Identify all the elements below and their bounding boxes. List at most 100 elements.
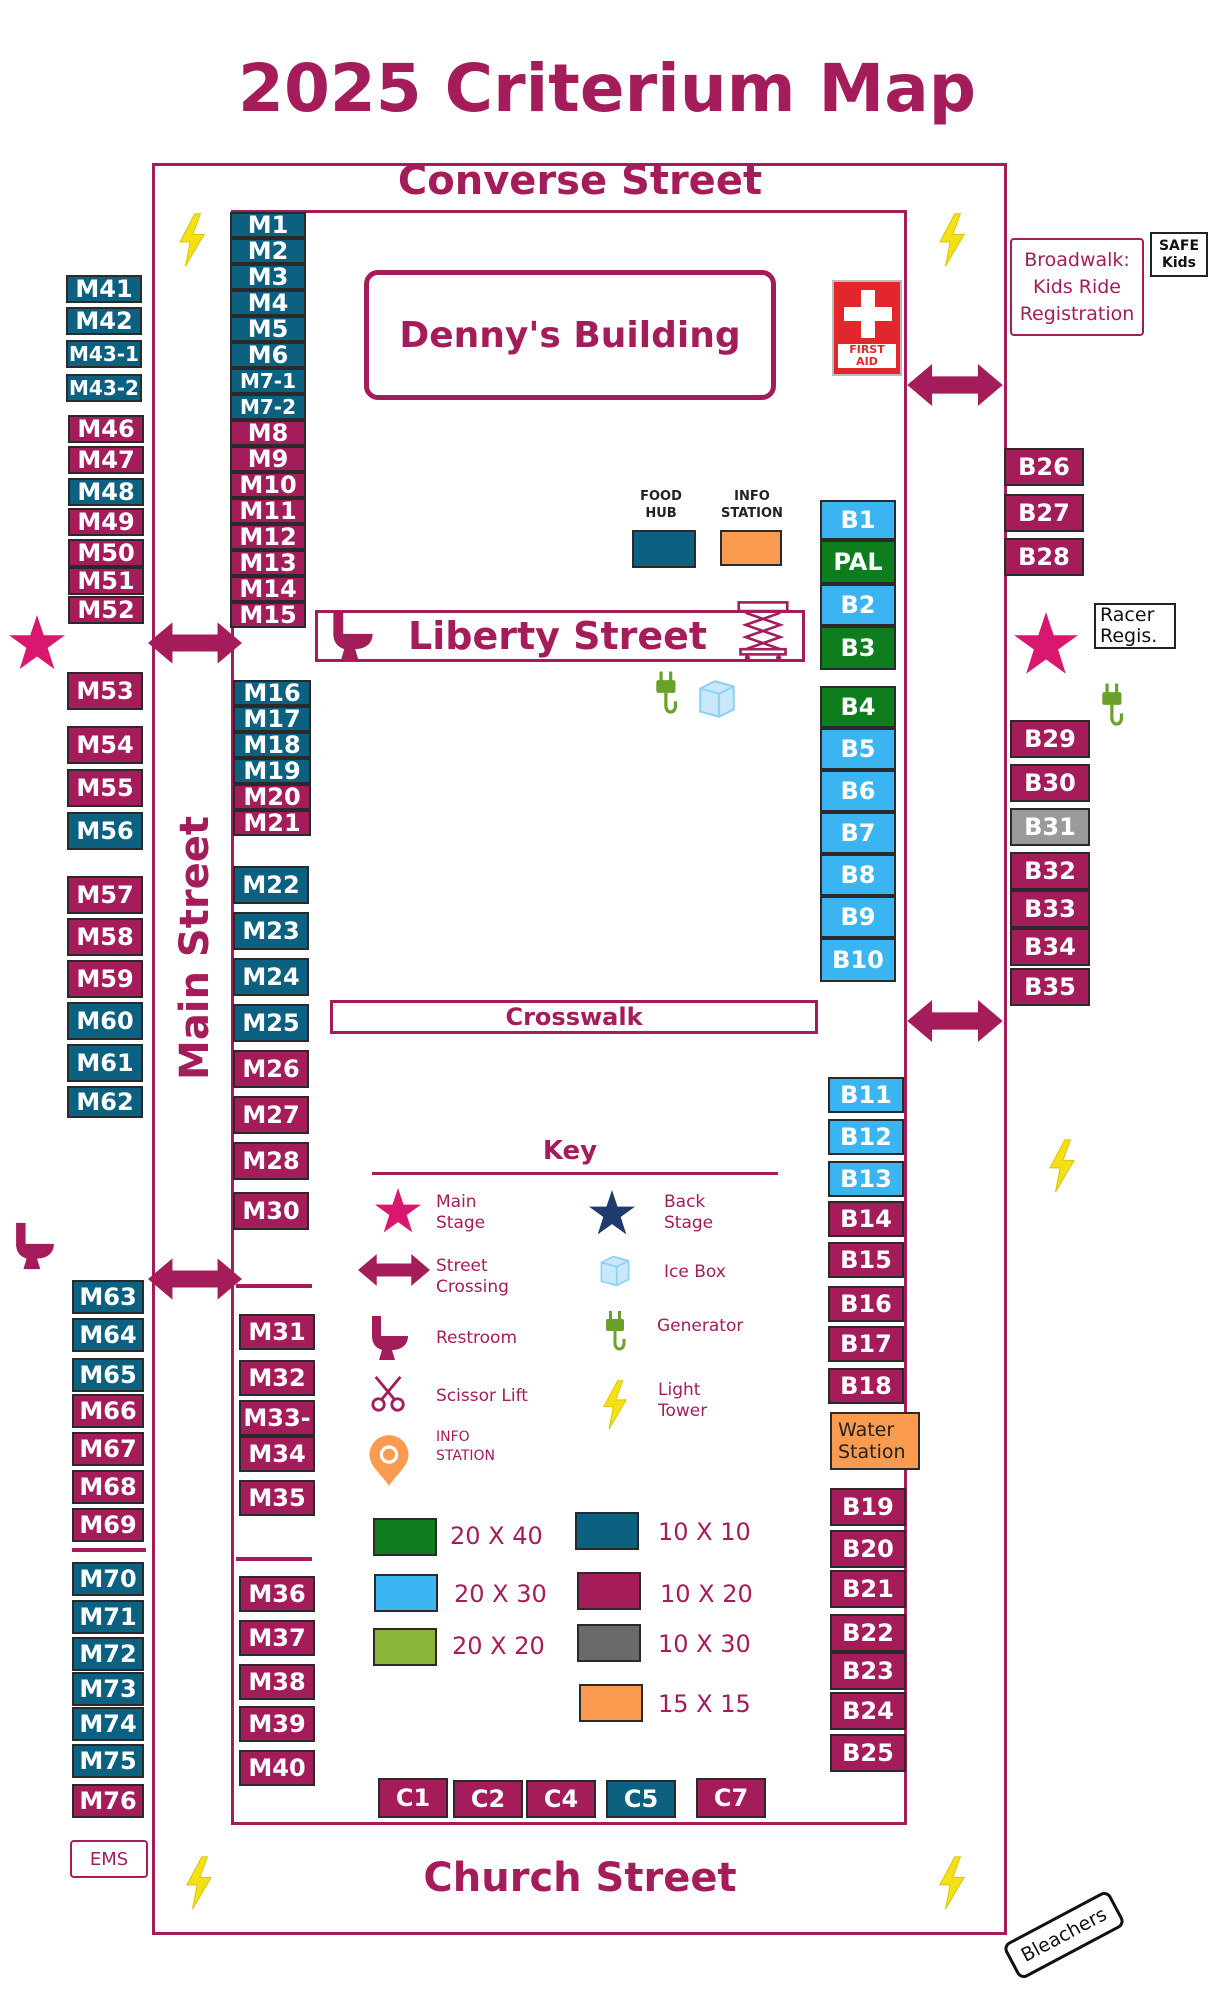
- booth-b14[interactable]: B14: [828, 1201, 904, 1237]
- booth-b22[interactable]: B22: [830, 1614, 906, 1652]
- booth-m35[interactable]: M35: [239, 1480, 315, 1516]
- booth-b23[interactable]: B23: [830, 1652, 906, 1690]
- booth-b27[interactable]: B27: [1004, 494, 1084, 532]
- booth-m19[interactable]: M19: [233, 758, 311, 784]
- booth-b35[interactable]: B35: [1010, 968, 1090, 1006]
- booth-m43-1[interactable]: M43-1: [66, 340, 142, 368]
- booth-m7-1[interactable]: M7-1: [230, 368, 306, 394]
- booth-m49[interactable]: M49: [68, 508, 144, 536]
- booth-m4[interactable]: M4: [230, 290, 306, 316]
- booth-m66[interactable]: M66: [72, 1394, 144, 1428]
- booth-m26[interactable]: M26: [233, 1050, 309, 1088]
- booth-c2[interactable]: C2: [453, 1780, 523, 1818]
- booth-m21[interactable]: M21: [233, 810, 311, 836]
- booth-m47[interactable]: M47: [68, 446, 144, 474]
- booth-m41[interactable]: M41: [66, 275, 142, 303]
- booth-m15[interactable]: M15: [230, 602, 306, 628]
- booth-b29[interactable]: B29: [1010, 720, 1090, 758]
- booth-b4[interactable]: B4: [820, 686, 896, 728]
- booth-m1[interactable]: M1: [230, 212, 306, 238]
- booth-m22[interactable]: M22: [233, 866, 309, 904]
- booth-m50[interactable]: M50: [68, 539, 144, 567]
- booth-b20[interactable]: B20: [830, 1530, 906, 1568]
- booth-m31[interactable]: M31: [239, 1314, 315, 1350]
- booth-b16[interactable]: B16: [828, 1286, 904, 1322]
- booth-m61[interactable]: M61: [67, 1044, 143, 1082]
- booth-m72[interactable]: M72: [72, 1637, 144, 1671]
- booth-b24[interactable]: B24: [830, 1692, 906, 1730]
- booth-b5[interactable]: B5: [820, 728, 896, 770]
- booth-c4[interactable]: C4: [526, 1780, 596, 1818]
- booth-m9[interactable]: M9: [230, 446, 306, 472]
- booth-m12[interactable]: M12: [230, 524, 306, 550]
- booth-b8[interactable]: B8: [820, 854, 896, 896]
- booth-m28[interactable]: M28: [233, 1142, 309, 1180]
- booth-m11[interactable]: M11: [230, 498, 306, 524]
- booth-m68[interactable]: M68: [72, 1470, 144, 1504]
- booth-m65[interactable]: M65: [72, 1358, 144, 1392]
- booth-m5[interactable]: M5: [230, 316, 306, 342]
- booth-b3[interactable]: B3: [820, 626, 896, 670]
- booth-m14[interactable]: M14: [230, 576, 306, 602]
- booth-m32[interactable]: M32: [239, 1360, 315, 1396]
- booth-m36[interactable]: M36: [239, 1576, 315, 1612]
- booth-m67[interactable]: M67: [72, 1432, 144, 1466]
- booth-m48[interactable]: M48: [68, 478, 144, 506]
- booth-b32[interactable]: B32: [1010, 852, 1090, 890]
- booth-b6[interactable]: B6: [820, 770, 896, 812]
- booth-m75[interactable]: M75: [72, 1744, 144, 1778]
- booth-m10[interactable]: M10: [230, 472, 306, 498]
- booth-m46[interactable]: M46: [68, 415, 144, 443]
- booth-c1[interactable]: C1: [378, 1778, 448, 1818]
- booth-c5[interactable]: C5: [606, 1780, 676, 1818]
- booth-m16[interactable]: M16: [233, 680, 311, 706]
- booth-m38[interactable]: M38: [239, 1664, 315, 1700]
- booth-m76[interactable]: M76: [72, 1784, 144, 1818]
- booth-b33[interactable]: B33: [1010, 890, 1090, 928]
- booth-m57[interactable]: M57: [67, 876, 143, 914]
- booth-m54[interactable]: M54: [67, 726, 143, 764]
- booth-m56[interactable]: M56: [67, 812, 143, 850]
- booth-b15[interactable]: B15: [828, 1242, 904, 1278]
- booth-b12[interactable]: B12: [828, 1119, 904, 1155]
- booth-m42[interactable]: M42: [66, 307, 142, 335]
- booth-b30[interactable]: B30: [1010, 764, 1090, 802]
- booth-m39[interactable]: M39: [239, 1706, 315, 1742]
- booth-c7[interactable]: C7: [696, 1778, 766, 1818]
- booth-b11[interactable]: B11: [828, 1077, 904, 1113]
- booth-m74[interactable]: M74: [72, 1707, 144, 1741]
- booth-water-station[interactable]: Water Station: [830, 1412, 920, 1470]
- booth-m17[interactable]: M17: [233, 706, 311, 732]
- booth-b28[interactable]: B28: [1004, 538, 1084, 576]
- booth-b17[interactable]: B17: [828, 1326, 904, 1362]
- booth-m52[interactable]: M52: [68, 596, 144, 624]
- booth-b2[interactable]: B2: [820, 584, 896, 626]
- booth-b25[interactable]: B25: [830, 1734, 906, 1772]
- booth-m62[interactable]: M62: [67, 1086, 143, 1118]
- booth-m24[interactable]: M24: [233, 958, 309, 996]
- booth-m59[interactable]: M59: [67, 960, 143, 998]
- booth-m63[interactable]: M63: [72, 1280, 144, 1314]
- booth-m60[interactable]: M60: [67, 1002, 143, 1040]
- booth-m8[interactable]: M8: [230, 420, 306, 446]
- booth-b19[interactable]: B19: [830, 1488, 906, 1526]
- booth-m51[interactable]: M51: [68, 567, 144, 595]
- booth-b34[interactable]: B34: [1010, 928, 1090, 966]
- booth-b26[interactable]: B26: [1004, 448, 1084, 486]
- booth-b31[interactable]: B31: [1010, 808, 1090, 846]
- booth-m53[interactable]: M53: [67, 672, 143, 710]
- booth-m71[interactable]: M71: [72, 1600, 144, 1634]
- booth-m20[interactable]: M20: [233, 784, 311, 810]
- booth-b7[interactable]: B7: [820, 812, 896, 854]
- booth-m27[interactable]: M27: [233, 1096, 309, 1134]
- booth-m70[interactable]: M70: [72, 1562, 144, 1596]
- booth-m18[interactable]: M18: [233, 732, 311, 758]
- booth-m3[interactable]: M3: [230, 264, 306, 290]
- booth-m23[interactable]: M23: [233, 912, 309, 950]
- booth-m37[interactable]: M37: [239, 1620, 315, 1656]
- booth-b10[interactable]: B10: [820, 938, 896, 982]
- booth-b1[interactable]: B1: [820, 500, 896, 540]
- booth-pal[interactable]: PAL: [820, 540, 896, 584]
- booth-b18[interactable]: B18: [828, 1368, 904, 1404]
- booth-m64[interactable]: M64: [72, 1318, 144, 1352]
